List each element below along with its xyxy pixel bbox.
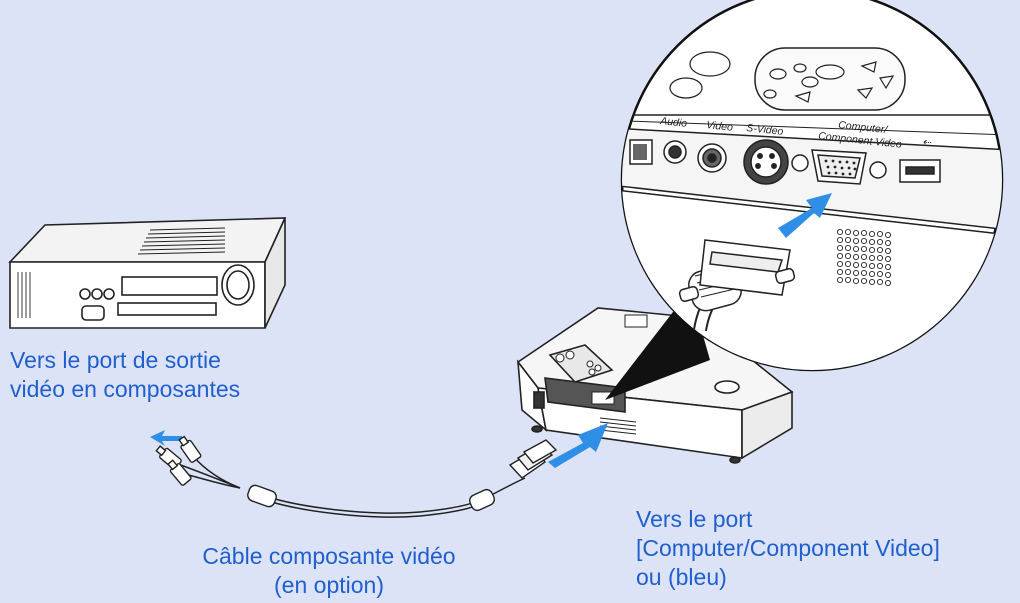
label-cable-line2: (en option) <box>274 572 384 598</box>
port-label-video: Video <box>706 119 734 134</box>
label-component-output-line1: Vers le port de sortie <box>10 347 221 373</box>
zoom-detail-circle: Audio Video S-Video Computer/ Component … <box>620 0 1004 372</box>
label-cable: Câble composante vidéo (en option) <box>164 542 494 600</box>
label-projector-port-line3: ou (bleu) <box>636 564 727 590</box>
label-cable-line1: Câble composante vidéo <box>202 543 456 569</box>
cable-ferrite-cores <box>247 484 495 512</box>
port-label-computer-line1: Computer/ <box>838 119 889 136</box>
port-label-audio: Audio <box>659 115 688 130</box>
rca-plugs <box>155 435 202 486</box>
port-label-svideo: S-Video <box>746 122 784 138</box>
signal-arrow-to-projector <box>548 423 608 468</box>
label-projector-port: Vers le port [Computer/Component Video] … <box>636 505 940 592</box>
label-component-output: Vers le port de sortie vidéo en composan… <box>10 346 240 404</box>
label-projector-port-line1: Vers le port <box>636 506 753 532</box>
port-label-usb-icon: ⇠ <box>922 136 933 149</box>
video-player-illustration <box>8 217 287 329</box>
label-component-output-line2: vidéo en composantes <box>10 376 241 402</box>
label-projector-port-line2: [Computer/Component Video] <box>636 535 940 561</box>
vga-connector-small <box>508 439 558 479</box>
signal-arrow-small <box>150 430 182 446</box>
